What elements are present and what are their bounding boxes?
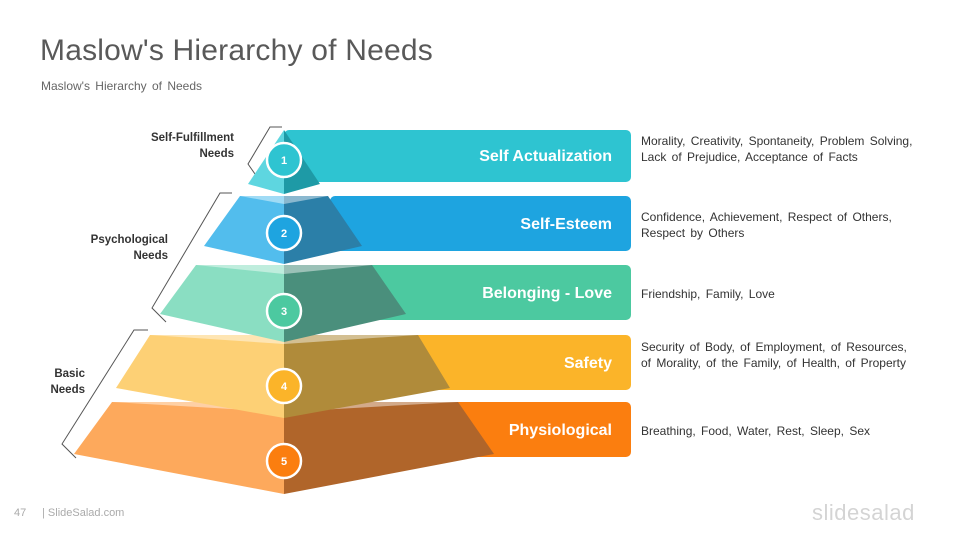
pyramid-tier-5-right [284, 402, 494, 494]
level-label-self-esteem: Self-Esteem [520, 216, 612, 233]
level-number-circle-5 [265, 442, 303, 480]
group-label-line: Basic [54, 368, 85, 380]
page-subtitle: Maslow's Hierarchy of Needs [41, 79, 203, 93]
level-number-circle-1 [265, 141, 303, 179]
description-self-actualization: Morality, Creativity, Spontaneity, Probl… [641, 134, 913, 164]
level-bar-self-esteem[interactable] [330, 196, 631, 251]
pyramid-tier-2-top [240, 188, 328, 204]
group-label-psychological: Psychological Needs [50, 232, 168, 264]
bracket-psychological [151, 192, 232, 323]
bracket-basic [61, 329, 148, 459]
group-label-line: Psychological [90, 234, 168, 246]
description-self-esteem: Confidence, Achievement, Respect of Othe… [641, 210, 892, 240]
pyramid-tier-2-right [284, 196, 362, 264]
page-number: 47 [14, 507, 27, 519]
level-number-circle-3 [265, 292, 303, 330]
level-bar-self-actualization[interactable] [284, 130, 631, 182]
pyramid-tier-2-left [204, 196, 284, 264]
pyramid-tier-3-right [284, 265, 406, 342]
level-number-circle-2 [265, 214, 303, 252]
footer-site-link[interactable]: | SlideSalad.com [42, 507, 125, 519]
level-label-physiological: Physiological [509, 422, 612, 439]
level-label-safety: Safety [564, 355, 612, 372]
description-safety: Security of Body, of Employment, of Reso… [641, 340, 907, 370]
level-number-1: 1 [281, 155, 287, 167]
group-label-self-fulfillment: Self-Fulfillment Needs [110, 130, 234, 162]
description-physiological: Breathing, Food, Water, Rest, Sleep, Sex [641, 424, 870, 438]
pyramid-tier-3-left [160, 265, 284, 342]
level-number-4: 4 [281, 381, 288, 393]
pyramid-tier-3-top [196, 255, 372, 274]
level-label-self-actualization: Self Actualization [479, 148, 612, 165]
level-number-3: 3 [281, 306, 287, 318]
pyramid-tier-5-left [74, 402, 284, 494]
level-bar-belonging-love[interactable] [350, 265, 631, 320]
group-label-line: Self-Fulfillment [150, 132, 234, 144]
level-number-circle-4 [265, 367, 303, 405]
brand-logo: slidesalad [812, 500, 915, 525]
pyramid-tier-4-left [116, 335, 284, 418]
group-label-line: Needs [199, 148, 234, 160]
group-label-line: Needs [133, 250, 168, 262]
page-title: Maslow's Hierarchy of Needs [40, 34, 433, 67]
level-number-5: 5 [281, 456, 287, 468]
level-number-2: 2 [281, 228, 287, 240]
pyramid-tier-4-right [284, 335, 450, 418]
level-label-belonging-love: Belonging - Love [482, 285, 612, 302]
description-belonging-love: Friendship, Family, Love [641, 287, 775, 301]
group-label-line: Needs [50, 384, 85, 396]
group-label-basic: Basic Needs [20, 366, 85, 398]
